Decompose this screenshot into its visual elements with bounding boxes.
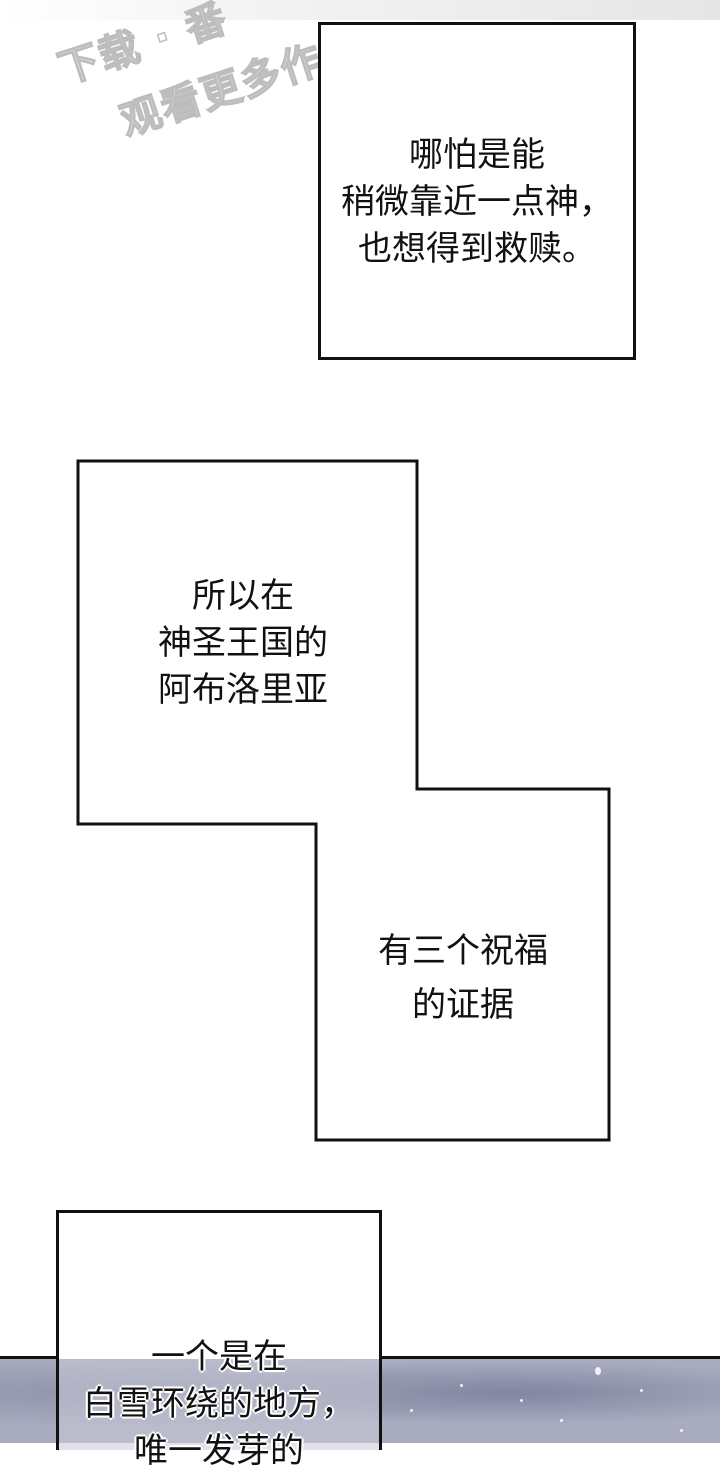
text-line: 白雪环绕的地方，: [83, 1384, 355, 1424]
text-line: 哪怕是能: [409, 135, 545, 175]
star: [595, 1367, 601, 1375]
star: [410, 1409, 413, 1412]
narration-box-4: 一个是在 白雪环绕的地方， 唯一发芽的: [56, 1210, 382, 1471]
narration-text-3: 有三个祝福 的证据: [316, 924, 610, 1032]
text-line: 也想得到救赎。: [358, 229, 596, 269]
text-line: 有三个祝福: [378, 931, 548, 971]
text-line: 阿布洛里亚: [158, 670, 328, 710]
text-line: 神圣王国的: [158, 623, 328, 663]
text-line: 所以在: [192, 576, 294, 616]
star: [560, 1419, 563, 1422]
text-line: 稍微靠近一点神，: [341, 182, 613, 222]
text-line: 唯一发芽的: [134, 1431, 304, 1471]
text-line: 的证据: [412, 985, 514, 1025]
star: [640, 1389, 643, 1392]
text-line: 一个是在: [151, 1337, 287, 1377]
narration-box-1: 哪怕是能 稍微靠近一点神， 也想得到救赎。: [318, 22, 636, 360]
star: [680, 1429, 683, 1432]
star: [460, 1384, 463, 1387]
star: [520, 1399, 523, 1402]
top-background-scene: [0, 0, 720, 20]
narration-text-4: 一个是在 白雪环绕的地方， 唯一发芽的: [59, 1334, 379, 1475]
narration-box-2-outline: [76, 459, 611, 1142]
narration-text-1: 哪怕是能 稍微靠近一点神， 也想得到救赎。: [321, 132, 633, 273]
narration-text-2: 所以在 神圣王国的 阿布洛里亚: [78, 573, 408, 714]
